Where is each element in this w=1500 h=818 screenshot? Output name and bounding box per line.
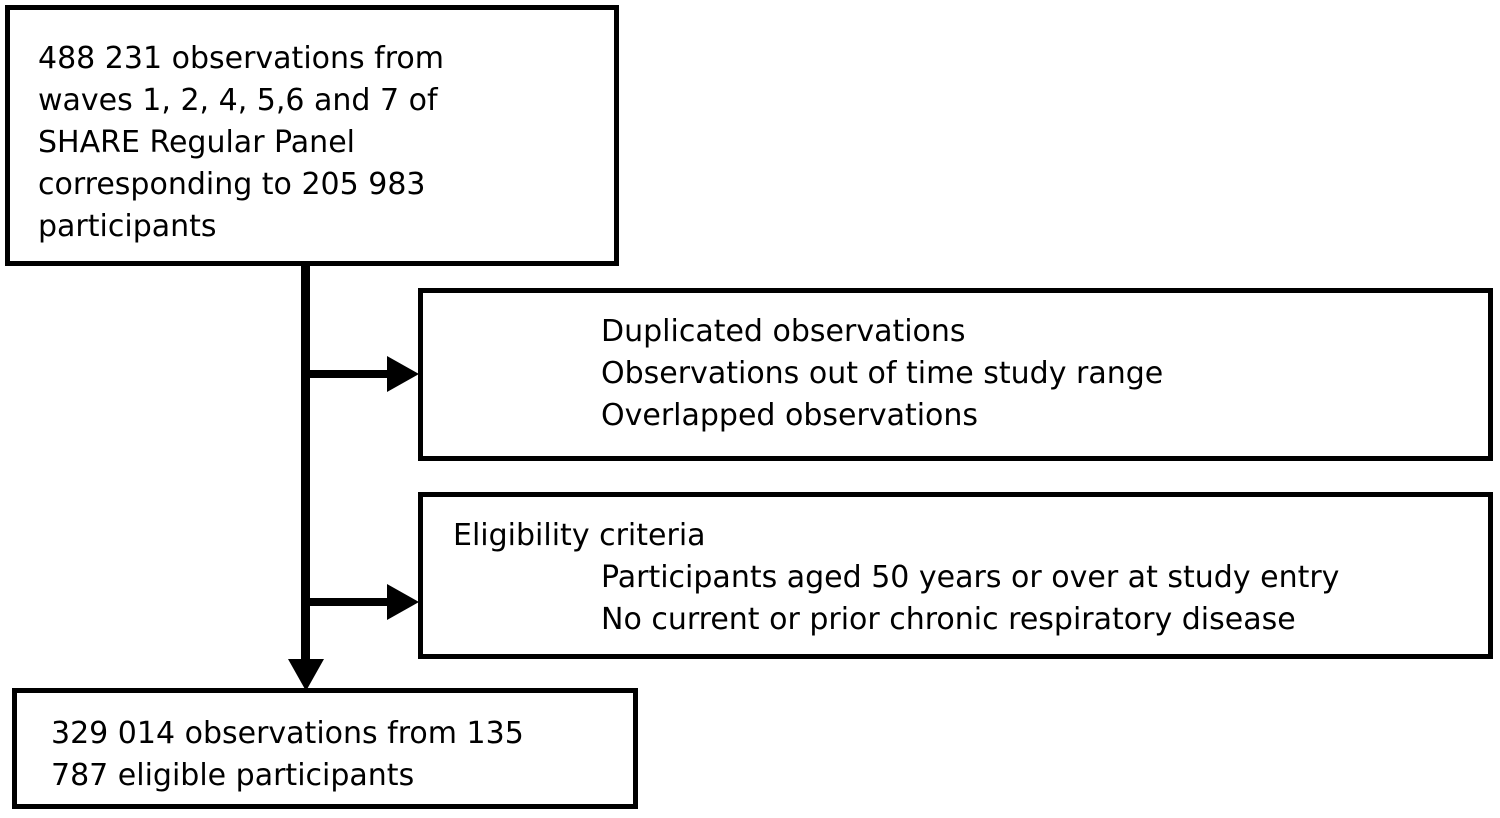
source-population-text: 488 231 observations from waves 1, 2, 4,… xyxy=(38,41,444,244)
eligibility-heading: Eligibility criteria xyxy=(453,518,706,553)
eligibility-criteria-text: Participants aged 50 years or over at st… xyxy=(601,560,1340,637)
arrowhead-down-icon xyxy=(288,659,324,691)
eligibility-box: Eligibility criteria Participants aged 5… xyxy=(418,492,1493,659)
connector-branch-exclusions xyxy=(305,370,395,378)
arrowhead-right-icon xyxy=(387,356,419,392)
connector-spine xyxy=(301,261,310,667)
final-sample-box: 329 014 observations from 135 787 eligib… xyxy=(12,688,638,809)
connector-branch-eligibility xyxy=(305,598,395,606)
exclusions-text: Duplicated observations Observations out… xyxy=(601,314,1164,433)
exclusions-box: Duplicated observations Observations out… xyxy=(418,288,1493,461)
source-population-box: 488 231 observations from waves 1, 2, 4,… xyxy=(5,5,619,266)
arrowhead-right-icon xyxy=(387,584,419,620)
final-sample-text: 329 014 observations from 135 787 eligib… xyxy=(51,716,524,793)
